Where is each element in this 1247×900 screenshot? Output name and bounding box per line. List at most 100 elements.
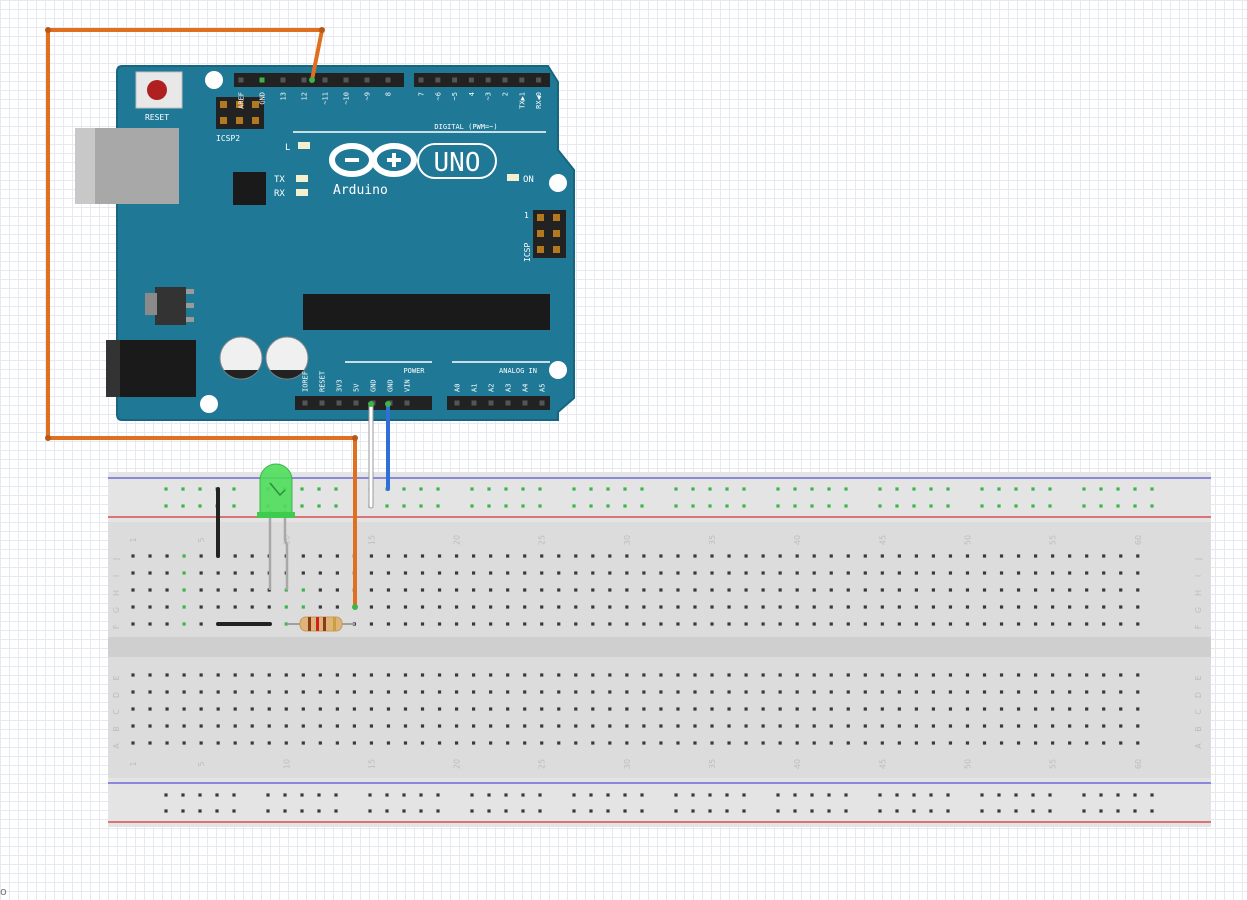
rail-hole [674, 809, 678, 813]
breadboard-hole [216, 690, 220, 694]
breadboard-hole [897, 741, 901, 745]
breadboard-hole [267, 690, 271, 694]
reset-button[interactable] [135, 71, 183, 109]
rail-hole [232, 487, 236, 491]
row-label: I [1194, 575, 1203, 577]
breadboard-hole [982, 554, 987, 558]
led-on [507, 174, 519, 181]
breadboard-hole [403, 554, 408, 558]
breadboard-hole [267, 605, 271, 609]
rail-hole [538, 504, 542, 508]
rail-hole [402, 504, 406, 508]
breadboard-hole [1136, 673, 1140, 677]
breadboard-hole [710, 741, 714, 745]
breadboard-hole [727, 707, 731, 711]
breadboard-hole [1068, 571, 1072, 575]
rail-hole [470, 793, 474, 797]
breadboard-hole [233, 673, 237, 677]
breadboard-hole [454, 724, 459, 728]
breadboard-hole [863, 605, 867, 609]
breadboard-hole [982, 707, 987, 711]
breadboard-hole [1016, 724, 1021, 728]
breadboard-hole [710, 605, 714, 609]
breadboard-hole [795, 707, 799, 711]
breadboard-hole [403, 571, 408, 575]
rail-hole [946, 809, 950, 813]
rail-hole [266, 793, 270, 797]
breadboard-hole [369, 724, 374, 728]
led-rim [257, 512, 295, 518]
breadboard-hole [693, 605, 697, 609]
orange-wire-to-breadboard[interactable] [46, 30, 357, 606]
breadboard-hole [131, 673, 135, 677]
rail-hole [912, 487, 916, 491]
analog-pin-label: A4 [522, 384, 530, 392]
breadboard-hole [1068, 605, 1072, 609]
rail-hole [368, 809, 372, 813]
header-pin [471, 400, 477, 406]
breadboard-hole [301, 690, 305, 694]
breadboard-hole [710, 554, 714, 558]
row-label: G [1194, 607, 1203, 613]
breadboard-hole [727, 690, 731, 694]
breadboard-hole [1102, 690, 1106, 694]
breadboard-hole [386, 605, 391, 609]
resistor[interactable] [287, 616, 355, 632]
breadboard-hole [1016, 741, 1021, 745]
breadboard-hole [863, 571, 867, 575]
breadboard-hole [1051, 622, 1055, 626]
rail-hole [640, 809, 644, 813]
breadboard-hole [335, 554, 339, 558]
breadboard-hole [1016, 690, 1021, 694]
breadboard-hole [335, 673, 339, 677]
breadboard-hole [897, 707, 901, 711]
rail-hole [946, 504, 950, 508]
center-channel [108, 637, 1211, 657]
breadboard-hole [608, 605, 612, 609]
breadboard-hole [778, 605, 782, 609]
wire-bendpoint [45, 435, 51, 441]
breadboard-hole [778, 724, 782, 728]
breadboard-hole [557, 724, 561, 728]
breadboard-hole [608, 622, 612, 626]
breadboard-hole [659, 588, 663, 592]
analog-header [447, 396, 550, 410]
rail-hole [1099, 793, 1103, 797]
breadboard-holes [131, 487, 1154, 813]
breadboard-hole [148, 707, 152, 711]
breadboard-hole [557, 622, 561, 626]
breadboard-hole [386, 571, 391, 575]
breadboard-hole [914, 690, 918, 694]
breadboard-hole [267, 707, 271, 711]
breadboard-hole [1085, 605, 1089, 609]
breadboard-hole [454, 605, 459, 609]
breadboard-hole [931, 724, 936, 728]
rail-hole [793, 487, 797, 491]
rail-hole [470, 504, 474, 508]
rail-hole [980, 487, 984, 491]
rail-hole [419, 793, 423, 797]
breadboard-hole [846, 741, 850, 745]
rail-hole [317, 809, 321, 813]
reset-button-cap[interactable] [147, 80, 167, 100]
breadboard-hole [676, 588, 680, 592]
breadboard-hole [761, 707, 765, 711]
breadboard-hole [267, 741, 271, 745]
breadboard-hole [642, 707, 646, 711]
power-pin-label: 5V [353, 383, 361, 392]
rail-hole [878, 809, 882, 813]
header-pin [435, 77, 441, 83]
header-pin [259, 77, 265, 83]
breadboard-hole [710, 588, 714, 592]
breadboard-hole [335, 707, 339, 711]
breadboard-hole [795, 741, 799, 745]
breadboard-hole [437, 571, 442, 575]
header-pin [336, 400, 342, 406]
breadboard-hole [931, 571, 936, 575]
breadboard-hole [659, 724, 663, 728]
rail-hole [1150, 487, 1154, 491]
analog-pin-label: A0 [454, 384, 462, 392]
rail-hole [776, 793, 780, 797]
breadboard-hole [659, 571, 663, 575]
green-led[interactable] [257, 463, 295, 590]
